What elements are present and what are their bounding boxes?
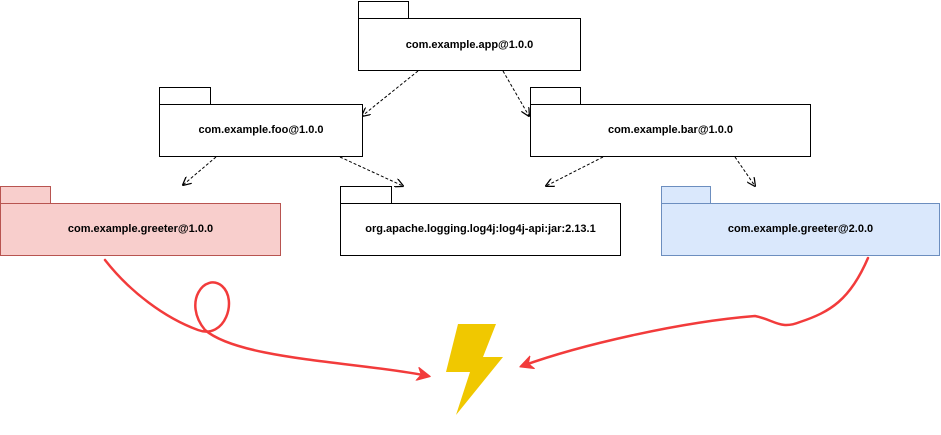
package-tab (661, 186, 711, 204)
package-tab (358, 1, 409, 19)
dependency-arrows (183, 70, 755, 186)
package-label: org.apache.logging.log4j:log4j-api:jar:2… (365, 223, 595, 235)
lightning-bolt-icon (446, 324, 503, 415)
conflict-arrows (103, 256, 870, 376)
package-log4j[interactable]: org.apache.logging.log4j:log4j-api:jar:2… (340, 186, 621, 256)
package-greeter-1[interactable]: com.example.greeter@1.0.0 (0, 186, 281, 256)
package-body (0, 203, 281, 256)
conflict-arrow-right (522, 256, 870, 366)
package-body (340, 203, 621, 256)
dependency-arrow-bar-greeter2 (734, 156, 755, 186)
package-label: com.example.bar@1.0.0 (608, 124, 733, 136)
dependency-arrow-bar-log4j (546, 156, 604, 186)
package-bar[interactable]: com.example.bar@1.0.0 (530, 87, 811, 157)
package-body (530, 104, 811, 157)
package-greeter-2[interactable]: com.example.greeter@2.0.0 (661, 186, 940, 256)
package-tab (159, 87, 211, 105)
package-label: com.example.greeter@2.0.0 (728, 223, 873, 235)
package-body (159, 104, 363, 157)
package-body (661, 203, 940, 256)
package-label: com.example.foo@1.0.0 (198, 124, 323, 136)
package-tab (0, 186, 51, 204)
package-label: com.example.app@1.0.0 (406, 39, 534, 51)
dependency-arrow-app-foo (362, 70, 419, 116)
dependency-arrow-foo-log4j (339, 156, 403, 186)
package-foo[interactable]: com.example.foo@1.0.0 (159, 87, 363, 157)
package-tab (340, 186, 392, 204)
package-app[interactable]: com.example.app@1.0.0 (358, 1, 581, 71)
package-label: com.example.greeter@1.0.0 (68, 223, 213, 235)
conflict-arrow-left (103, 258, 428, 376)
package-body (358, 18, 581, 71)
dependency-arrow-foo-greeter1 (183, 156, 217, 185)
dependency-arrow-app-bar (502, 70, 529, 116)
package-tab (530, 87, 581, 105)
